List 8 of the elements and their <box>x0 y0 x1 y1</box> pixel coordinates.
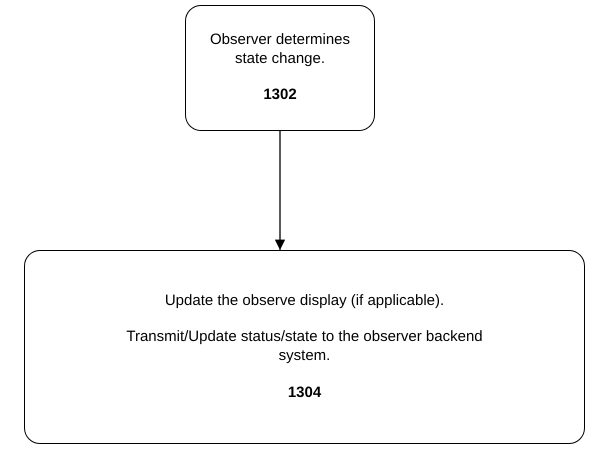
process-box <box>24 250 585 444</box>
arrow <box>274 131 286 250</box>
start-box <box>185 5 375 131</box>
node-text: Update the observe display (if applicable). <box>164 292 444 310</box>
node-text: Transmit/Update status/state to the observer backend system. <box>125 328 484 366</box>
reference-number: 1302 <box>263 86 297 106</box>
node-text: Observer determines state change. <box>208 30 352 68</box>
reference-number: 1304 <box>288 384 322 402</box>
